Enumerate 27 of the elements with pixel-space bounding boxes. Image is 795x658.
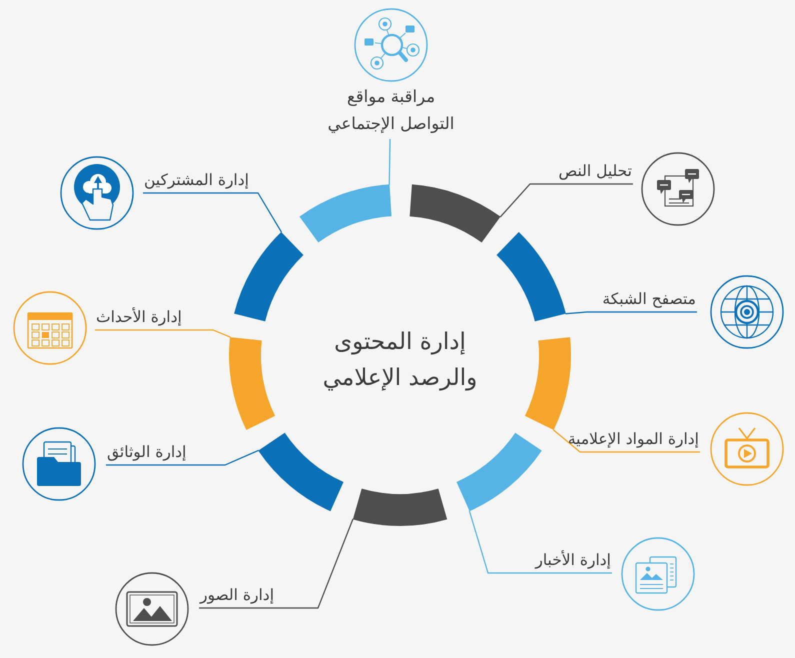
ring-segment [410, 184, 500, 243]
leader-line [143, 192, 282, 233]
ring-segment [456, 432, 542, 512]
item-label: إدارة الوثائق [106, 442, 188, 465]
item-label: إدارة الأحداث [95, 307, 183, 330]
item-label: مراقبة مواقع التواصل الإجتماعي [323, 83, 459, 139]
leader-line [500, 183, 633, 218]
ring-segment [300, 184, 392, 243]
item-label: متصفح الشبكة [601, 289, 697, 312]
item-label: إدارة المواد الإعلامية [566, 429, 700, 452]
ring-segment [496, 232, 566, 322]
ring-segment [524, 337, 571, 430]
ring-segment [258, 432, 344, 512]
item-label: إدارة الأخبار [534, 550, 612, 573]
item-label: إدارة المشتركين [143, 170, 250, 193]
leader-line [565, 311, 697, 314]
ring-segment [229, 337, 276, 430]
leader-line [199, 518, 354, 609]
leader-line [468, 510, 612, 574]
item-label: إدارة الصور [199, 585, 276, 608]
leader-line [106, 450, 259, 466]
item-label: تحليل النص [558, 161, 633, 184]
ring-segment [352, 488, 448, 526]
leader-line [388, 138, 391, 185]
center-title: إدارة المحتوى والرصد الإعلامي [322, 328, 478, 393]
ring-segment [234, 232, 304, 322]
leader-line [95, 329, 231, 338]
